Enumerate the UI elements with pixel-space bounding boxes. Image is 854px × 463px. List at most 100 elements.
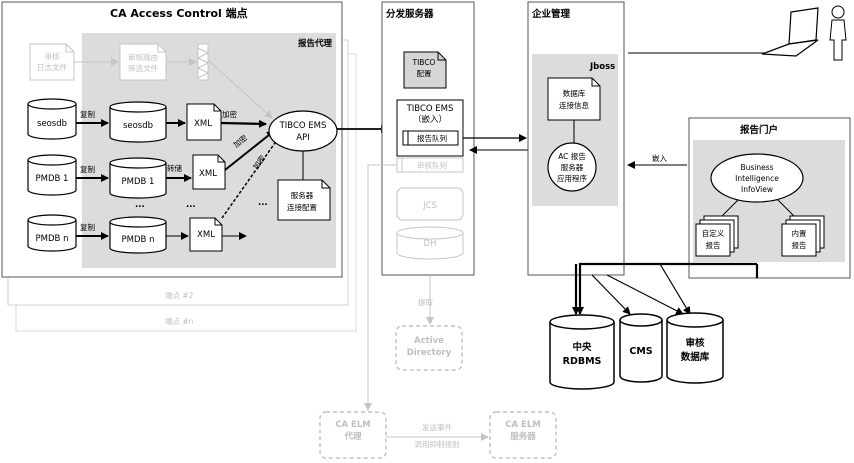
svg-text:XML: XML xyxy=(197,230,215,240)
svg-text:AC 报告: AC 报告 xyxy=(558,151,586,161)
endpoint-n-label: 端点 #n xyxy=(165,316,194,326)
copy-label-1: 复制 xyxy=(80,109,95,119)
xml-document-2: XML xyxy=(192,154,226,190)
pmdbn-copy-db: PMDB n xyxy=(109,216,167,254)
report-portal-title: 报告门户 xyxy=(740,124,778,136)
svg-text:CMS: CMS xyxy=(629,346,652,357)
distribution-server-title: 分发服务器 xyxy=(386,8,434,20)
svg-text:报告: 报告 xyxy=(706,240,721,250)
svg-text:seosdb: seosdb xyxy=(37,119,67,129)
svg-text:Business: Business xyxy=(740,163,773,172)
svg-text:XML: XML xyxy=(194,119,212,129)
svg-text:应用程序: 应用程序 xyxy=(557,173,587,183)
svg-text:数据库: 数据库 xyxy=(680,351,710,363)
tibco-ems-api: TIBCO EMS API xyxy=(268,110,338,152)
svg-text:日志文件: 日志文件 xyxy=(37,62,67,72)
svg-text:审核: 审核 xyxy=(685,337,705,349)
tibco-config-file: TIBCO 配置 xyxy=(403,51,447,89)
transfer-label: 转储 xyxy=(167,163,182,173)
svg-text:API: API xyxy=(296,133,309,143)
svg-text:PMDB 1: PMDB 1 xyxy=(36,174,69,184)
extract-label: 提取 xyxy=(418,297,433,307)
laptop-icon xyxy=(761,7,819,57)
svg-text:审核路由: 审核路由 xyxy=(128,52,158,62)
seosdb-source-db: seosdb xyxy=(27,98,77,140)
send-events-label-2: 调用抑制规则 xyxy=(415,439,460,449)
svg-text:TIBCO EMS: TIBCO EMS xyxy=(406,104,454,114)
cms-db: CMS xyxy=(619,313,663,383)
svg-text:报告: 报告 xyxy=(792,240,807,250)
pmdbn-source-db: PMDB n xyxy=(27,214,77,252)
dots-1: ... xyxy=(135,200,145,210)
enterprise-management-title: 企业管理 xyxy=(531,8,571,20)
dots-2: ... xyxy=(186,200,196,210)
embed-label: 嵌入 xyxy=(652,154,667,163)
svg-text:Intelligence: Intelligence xyxy=(735,174,779,183)
ca-elm-agent: CA ELM 代理 xyxy=(319,411,387,459)
send-events-label-1: 发送事件 xyxy=(422,422,452,432)
central-rdbms-db: 中央 RDBMS xyxy=(549,314,615,390)
audit-log-file: 审核 日志文件 xyxy=(29,43,75,81)
xml-document-1: XML xyxy=(186,103,222,141)
builtin-reports: 内置 报告 xyxy=(781,215,825,257)
svg-text:连接信息: 连接信息 xyxy=(559,100,589,110)
user-icon xyxy=(829,5,847,61)
svg-text:JCS: JCS xyxy=(422,201,437,211)
svg-text:数据库: 数据库 xyxy=(563,88,586,98)
svg-text:审核队列: 审核队列 xyxy=(417,160,447,170)
svg-text:TIBCO: TIBCO xyxy=(412,58,436,67)
svg-text:RDBMS: RDBMS xyxy=(563,356,602,367)
svg-text:审核: 审核 xyxy=(45,51,60,61)
svg-text:（嵌入）: （嵌入） xyxy=(413,114,447,125)
svg-text:PMDB n: PMDB n xyxy=(122,235,155,245)
svg-text:CA ELM: CA ELM xyxy=(505,420,540,430)
pmdb1-copy-db: PMDB 1 xyxy=(109,157,167,199)
audit-db: 审核 数据库 xyxy=(666,312,724,384)
svg-text:CA ELM: CA ELM xyxy=(335,420,370,430)
active-directory: Active Directory xyxy=(395,325,463,371)
report-queue: 报告队列 xyxy=(417,133,447,143)
bi-infoview: Business Intelligence InfoView xyxy=(710,153,804,203)
svg-text:XML: XML xyxy=(199,169,217,179)
dh-box: DH xyxy=(396,226,464,260)
svg-text:PMDB 1: PMDB 1 xyxy=(122,177,155,187)
jcs-box: JCS xyxy=(396,187,464,221)
custom-reports: 自定义 报告 xyxy=(695,215,739,257)
jboss-label: Jboss xyxy=(589,62,615,72)
endpoint-2-label: 端点 #2 xyxy=(165,290,194,300)
svg-text:Active: Active xyxy=(414,336,444,346)
report-agent-title: 报告代理 xyxy=(298,38,333,49)
seosdb-copy-db: seosdb xyxy=(109,101,167,143)
audit-queue-zigzag xyxy=(196,43,210,81)
svg-text:服务器: 服务器 xyxy=(291,190,314,200)
ac-report-server-app: AC 报告 服务器 应用程序 xyxy=(547,142,597,192)
audit-route-filter-file: 审核路由 筛选文件 xyxy=(119,43,167,81)
encrypt-label-1: 加密 xyxy=(222,109,237,119)
tibco-ems-embedded: TIBCO EMS （嵌入） 报告队列 xyxy=(396,99,464,157)
svg-text:筛选文件: 筛选文件 xyxy=(128,63,158,73)
db-connection-info: 数据库 连接信息 xyxy=(547,77,601,121)
audit-queue: 审核队列 xyxy=(396,157,464,173)
ca-elm-server: CA ELM 服务器 xyxy=(489,411,557,459)
svg-text:TIBCO EMS: TIBCO EMS xyxy=(279,121,327,131)
svg-text:配置: 配置 xyxy=(417,69,432,78)
svg-text:代理: 代理 xyxy=(343,431,362,442)
svg-text:PMDB n: PMDB n xyxy=(36,234,69,244)
copy-label-2: 复制 xyxy=(80,164,95,174)
svg-text:连接配置: 连接配置 xyxy=(287,202,317,212)
xml-document-3: XML xyxy=(189,217,223,252)
server-connection-config: 服务器 连接配置 xyxy=(277,179,331,221)
svg-text:DH: DH xyxy=(424,239,437,249)
svg-text:InfoView: InfoView xyxy=(741,185,773,194)
svg-text:中央: 中央 xyxy=(572,341,592,353)
dots-3: ... xyxy=(258,198,268,208)
copy-label-3: 复制 xyxy=(80,222,95,232)
svg-text:Directory: Directory xyxy=(407,348,452,358)
endpoint-title: CA Access Control 端点 xyxy=(110,6,248,20)
svg-text:服务器: 服务器 xyxy=(561,162,584,172)
svg-text:内置: 内置 xyxy=(792,228,807,238)
svg-text:服务器: 服务器 xyxy=(510,431,536,442)
svg-text:自定义: 自定义 xyxy=(702,228,725,238)
svg-text:seosdb: seosdb xyxy=(123,121,153,131)
